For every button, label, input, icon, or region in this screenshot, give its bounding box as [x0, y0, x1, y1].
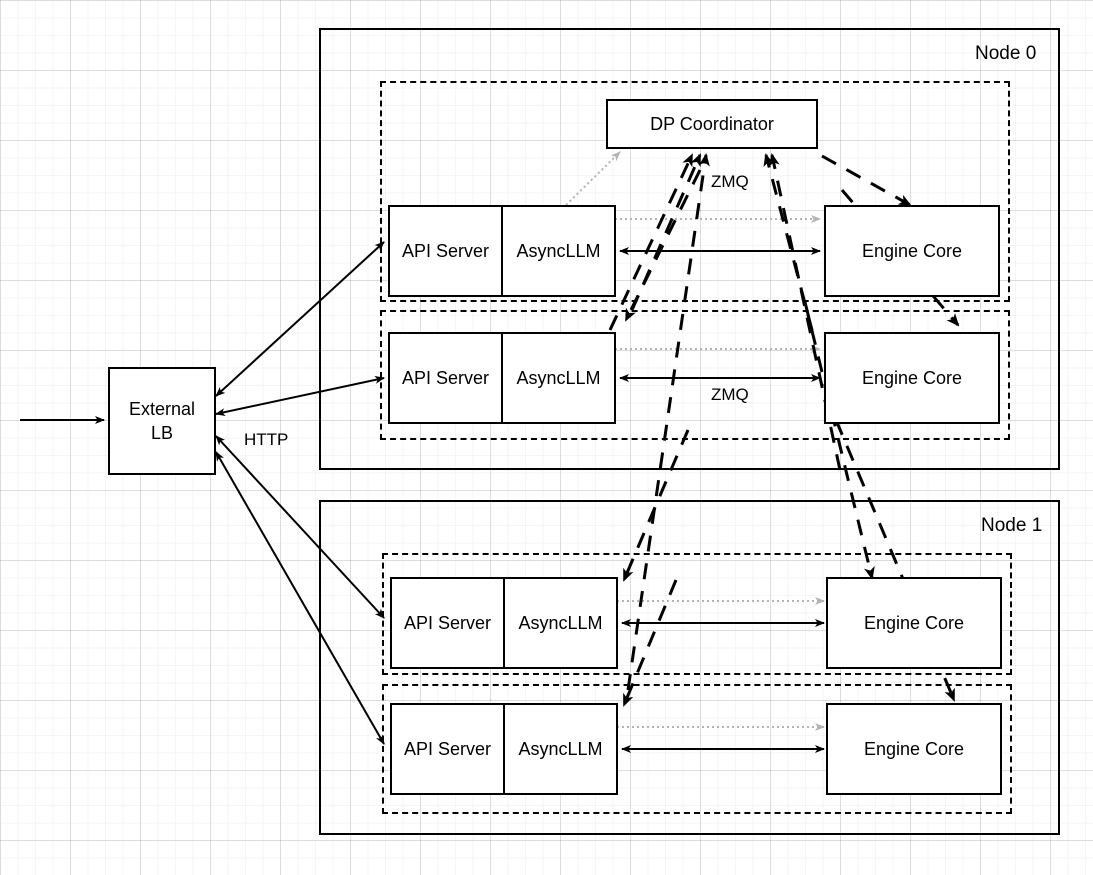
- api-server-0-label: API Server: [401, 240, 490, 261]
- node0-dp-rank-0-group: [380, 81, 1010, 302]
- api-server-1-label: API Server: [401, 367, 490, 388]
- engine-core-0-label: Engine Core: [861, 240, 963, 261]
- node-1-label: Node 1: [981, 515, 1043, 536]
- zmq-engine-row2-label: ZMQ: [711, 385, 749, 404]
- node1-dp-rank-3-group: [382, 684, 1012, 814]
- external-lb-label-line1: External: [128, 398, 196, 419]
- zmq-coordinator-label: ZMQ: [711, 172, 749, 191]
- dp-coordinator-box[interactable]: DP Coordinator: [606, 99, 818, 149]
- asyncllm-3-label: AsyncLLM: [503, 705, 616, 793]
- dp-coordinator-label: DP Coordinator: [650, 113, 774, 134]
- engine-core-3-box[interactable]: Engine Core: [826, 703, 1002, 795]
- asyncllm-0-label: AsyncLLM: [501, 207, 614, 295]
- asyncllm-1-label: AsyncLLM: [501, 334, 614, 422]
- engine-core-1-label: Engine Core: [861, 367, 963, 388]
- external-lb-label-line2: LB: [150, 423, 173, 443]
- api-server-3-label: API Server: [403, 738, 492, 759]
- http-edge-label: HTTP: [244, 430, 289, 449]
- node0-dp-rank-1-group: [380, 310, 1010, 440]
- asyncllm-2-label: AsyncLLM: [503, 579, 616, 667]
- api-server-2-unit[interactable]: API Server AsyncLLM: [390, 577, 618, 669]
- engine-core-2-box[interactable]: Engine Core: [826, 577, 1002, 669]
- external-lb-box[interactable]: External LB: [108, 367, 216, 475]
- engine-core-0-box[interactable]: Engine Core: [824, 205, 1000, 297]
- engine-core-3-label: Engine Core: [863, 738, 965, 759]
- engine-core-1-box[interactable]: Engine Core: [824, 332, 1000, 424]
- node-1-boundary: [319, 500, 1060, 835]
- node1-dp-rank-2-group: [382, 553, 1012, 675]
- node-0-boundary: [319, 28, 1060, 470]
- engine-core-2-label: Engine Core: [863, 612, 965, 633]
- api-server-0-unit[interactable]: API Server AsyncLLM: [388, 205, 616, 297]
- api-server-3-unit[interactable]: API Server AsyncLLM: [390, 703, 618, 795]
- api-server-2-label: API Server: [403, 612, 492, 633]
- node-0-label: Node 0: [975, 43, 1037, 64]
- api-server-1-unit[interactable]: API Server AsyncLLM: [388, 332, 616, 424]
